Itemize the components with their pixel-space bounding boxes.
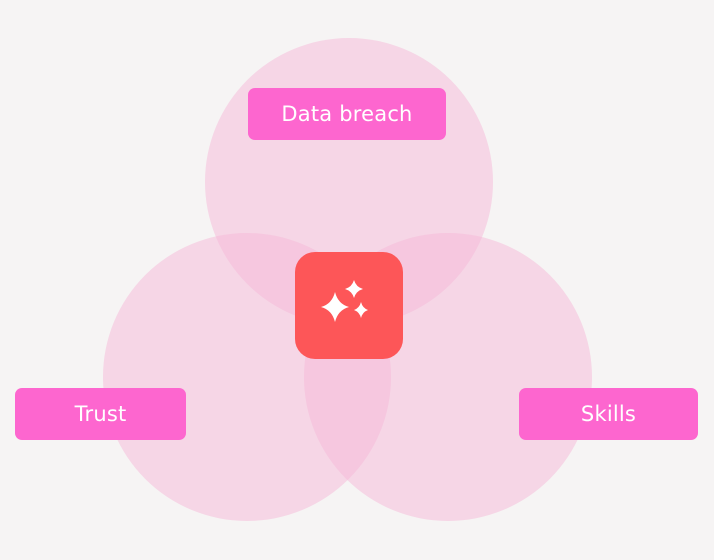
label-data-breach: Data breach — [248, 88, 446, 140]
center-badge — [295, 252, 403, 359]
label-trust: Trust — [15, 388, 186, 440]
sparkles-icon — [321, 280, 368, 322]
label-skills: Skills — [519, 388, 698, 440]
